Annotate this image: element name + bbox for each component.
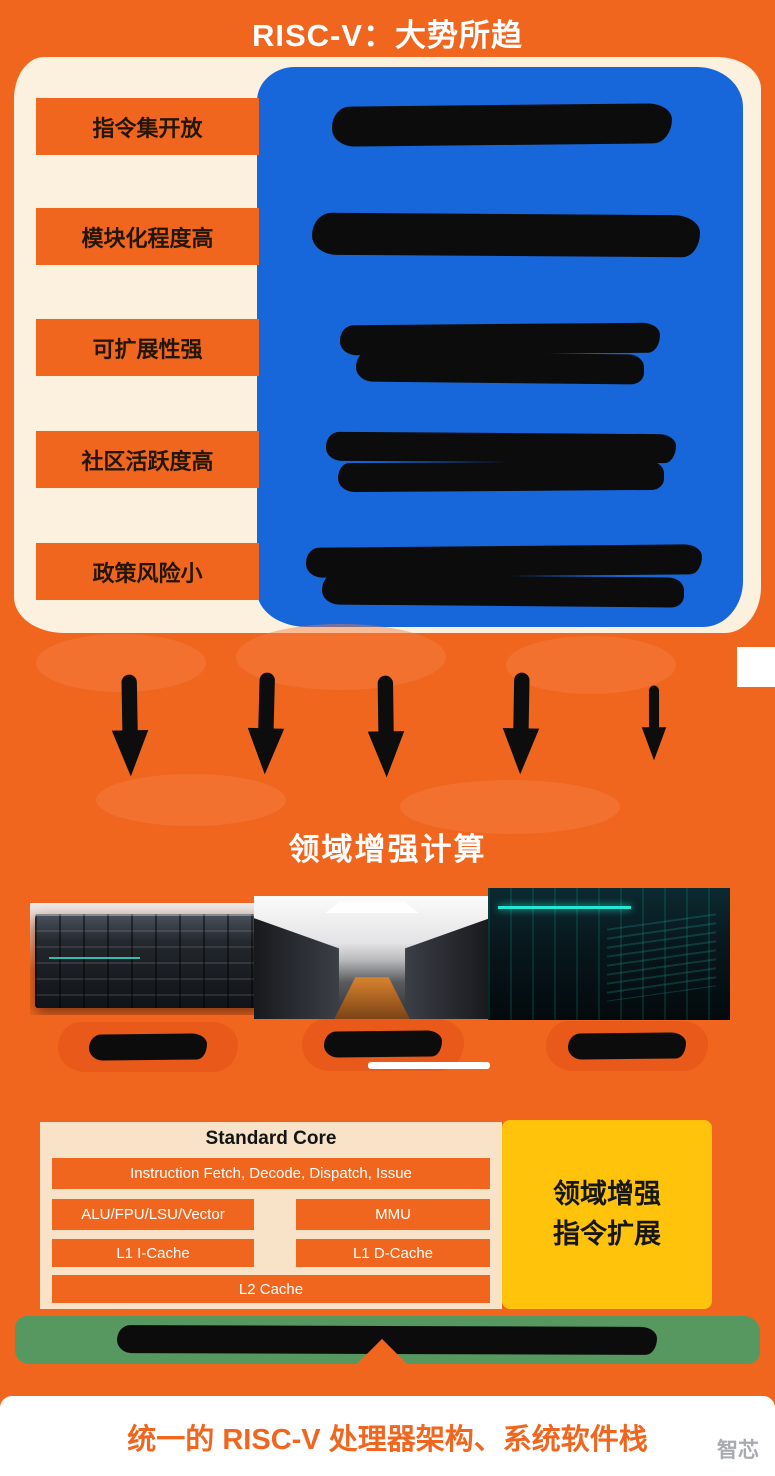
server-product-image <box>30 903 270 1015</box>
redacted-text-blob <box>88 1033 208 1061</box>
bottom-banner-text: 统一的 RISC-V 处理器架构、系统软件栈 <box>127 1424 648 1456</box>
pipeline-bar-alu: ALU/FPU/LSU/Vector <box>52 1199 254 1230</box>
feature-box-policy: 政策风险小 <box>36 543 259 600</box>
feature-box-community: 社区活跃度高 <box>36 431 259 488</box>
redacted-text-blob <box>305 544 703 578</box>
down-arrow-icon <box>636 678 672 775</box>
redacted-text-blob <box>331 103 673 147</box>
feature-box-modularity: 模块化程度高 <box>36 208 259 265</box>
redacted-text-blob <box>337 460 665 493</box>
image-label-blob <box>58 1022 238 1072</box>
server-room-image <box>488 888 730 1020</box>
feature-label: 模块化程度高 <box>81 225 214 251</box>
feature-label: 社区活跃度高 <box>81 448 214 474</box>
pipeline-bar-l1i: L1 I-Cache <box>52 1239 254 1267</box>
down-arrow-icon <box>240 665 291 787</box>
redacted-text-blob <box>567 1032 687 1060</box>
feature-box-open-isa: 指令集开放 <box>36 98 259 155</box>
pipeline-bar-fetch: Instruction Fetch, Decode, Dispatch, Iss… <box>52 1158 490 1189</box>
redacted-text-blob <box>311 212 701 258</box>
pipeline-bar-l2: L2 Cache <box>52 1275 490 1303</box>
image-label-blob <box>546 1021 708 1071</box>
core-title: Standard Core <box>205 1128 337 1149</box>
pipeline-bar-l1d: L1 D-Cache <box>296 1239 490 1267</box>
server-led-strip <box>49 956 141 959</box>
down-arrow-icon <box>105 670 155 788</box>
redacted-text-blob <box>325 431 677 464</box>
section-title: 领域增强计算 <box>288 832 487 867</box>
decorative-blob <box>506 636 676 694</box>
extension-label-line2: 指令扩展 <box>553 1218 661 1249</box>
neon-glow-line <box>497 906 631 910</box>
rack-row-right <box>405 918 490 1019</box>
white-notch <box>737 647 775 687</box>
brand-watermark: 智芯 <box>717 1439 759 1462</box>
feature-label: 政策风险小 <box>92 560 203 586</box>
feature-label: 指令集开放 <box>92 115 203 141</box>
gold-extension-box: 领域增强 指令扩展 <box>502 1120 712 1309</box>
core-diagram: Standard Core Instruction Fetch, Decode,… <box>40 1122 502 1309</box>
feature-box-extensibility: 可扩展性强 <box>36 319 259 376</box>
server-chassis <box>34 914 266 1009</box>
redacted-text-blob <box>355 351 645 385</box>
rack-led-glow <box>606 913 716 1002</box>
decorative-blob <box>36 634 206 692</box>
down-arrow-icon <box>496 668 546 786</box>
extension-label-line1: 领域增强 <box>553 1179 661 1210</box>
feature-label: 可扩展性强 <box>92 336 203 362</box>
redacted-text-blob <box>321 574 685 608</box>
aisle-floor <box>334 977 410 1019</box>
page-title: RISC-V：大势所趋 <box>251 18 524 53</box>
bottom-banner-bar <box>0 1396 775 1476</box>
rack-row-left <box>254 918 339 1019</box>
pipeline-bar-mmu: MMU <box>296 1199 490 1230</box>
ceiling-light <box>324 902 420 914</box>
datacenter-aisle-image <box>254 896 490 1019</box>
decorative-blob <box>96 774 286 826</box>
decorative-blob <box>400 780 620 834</box>
underline-mark <box>368 1062 490 1069</box>
redacted-text-blob <box>323 1030 443 1058</box>
down-arrow-icon <box>361 670 411 790</box>
redacted-text-blob <box>339 322 661 356</box>
